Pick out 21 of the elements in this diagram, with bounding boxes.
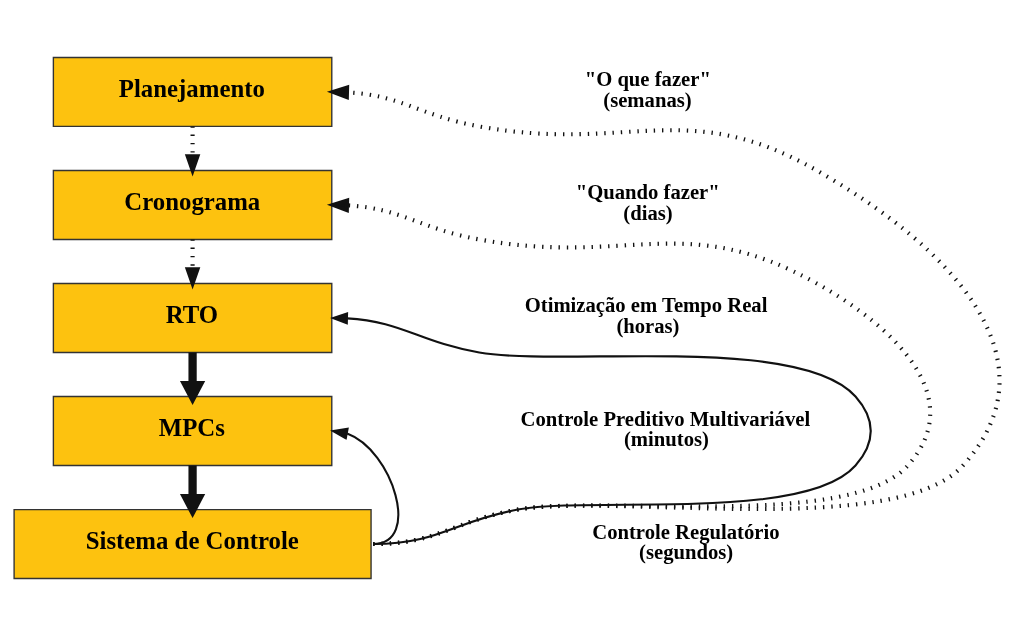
node-label: (dias) [623,201,673,224]
arrow [330,311,872,545]
node-box: Planejamento [52,56,333,127]
node-label: Controle Regulatório [592,520,780,543]
arrow [330,427,400,545]
node-label: Controle Preditivo Multivariável [520,407,811,429]
node-box: Cronograma [52,169,333,240]
node-label: Otimização em Tempo Real [524,293,768,316]
node-label: "Quando fazer" [575,180,720,203]
node-label: "O que fazer" [584,67,711,90]
arrow [184,125,201,176]
arrow [184,238,201,289]
node-label: (horas) [616,314,680,337]
node-box: RTO [52,282,333,353]
arrow [179,464,206,518]
node-label: (minutos) [623,427,709,450]
arrow [326,84,1002,546]
arrow [326,197,932,546]
node-box: MPCs [52,395,333,466]
node-box: Sistema de Controle [13,508,372,579]
arrow [179,351,206,405]
